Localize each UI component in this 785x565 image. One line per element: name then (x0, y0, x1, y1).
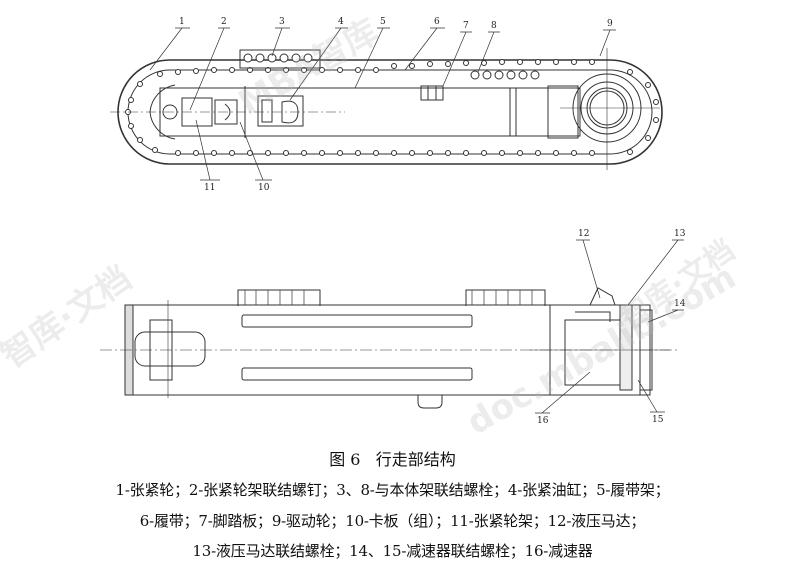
legend-line-2: 6-履带；7-脚踏板；9-驱动轮；10-卡板（组）；11-张紧轮架；12-液压马… (139, 512, 646, 530)
callout-11: 11 (204, 183, 215, 193)
callout-8: 8 (491, 21, 497, 31)
legend-line-1: 1-张紧轮；2-张紧轮架联结螺钉；3、8-与本体架联结螺栓；4-张紧油缸；5-履… (115, 481, 670, 499)
callout-1: 1 (179, 17, 185, 27)
callout-9: 9 (607, 19, 613, 29)
callout-3: 3 (279, 17, 285, 27)
callout-16: 16 (537, 416, 549, 426)
callout-6: 6 (434, 17, 440, 27)
figure-caption: 图 6 行走部结构 (0, 446, 785, 470)
callout-2: 2 (221, 17, 227, 27)
figure-number: 图 6 (329, 450, 361, 469)
legend-line-3: 13-液压马达联结螺栓；14、15-减速器联结螺栓；16-减速器 (192, 542, 593, 560)
track-assembly-drawing: 1 2 3 4 5 6 7 8 9 11 10 12 13 14 15 16 (100, 17, 686, 426)
figure-drawing: 1 2 3 4 5 6 7 8 9 11 10 12 13 14 15 16 (100, 17, 686, 426)
figure-title: 行走部结构 (375, 450, 456, 469)
callout-12: 12 (578, 229, 589, 239)
callout-7: 7 (463, 21, 469, 31)
callout-4: 4 (338, 17, 344, 27)
callout-13: 13 (674, 229, 686, 239)
callout-10: 10 (258, 183, 270, 193)
callout-15: 15 (652, 415, 664, 425)
callout-5: 5 (380, 17, 386, 27)
callout-14: 14 (674, 299, 686, 309)
